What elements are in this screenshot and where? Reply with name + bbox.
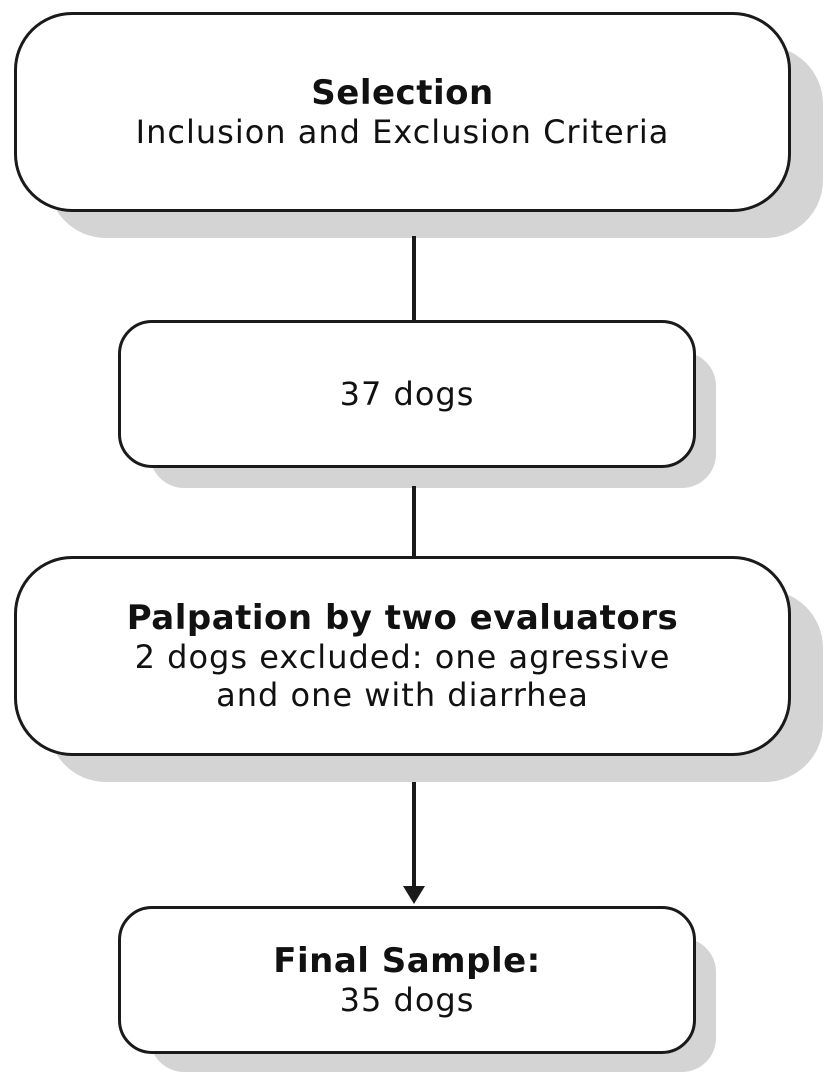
selection-criteria-text: Inclusion and Exclusion Criteria xyxy=(135,113,670,151)
initial-count-text: 37 dogs xyxy=(339,375,475,413)
exclusion-text-line-2: and one with diarrhea xyxy=(216,676,589,714)
initial-count-box: 37 dogs xyxy=(118,320,696,468)
selection-box: Selection Inclusion and Exclusion Criter… xyxy=(14,12,791,212)
connector-selection-to-count xyxy=(412,236,416,320)
final-sample-title: Final Sample: xyxy=(273,941,541,981)
final-sample-box: Final Sample: 35 dogs xyxy=(118,906,696,1054)
selection-title: Selection xyxy=(311,73,494,113)
arrowhead-down-icon xyxy=(403,886,425,904)
connector-count-to-palpation xyxy=(412,486,416,556)
palpation-box: Palpation by two evaluators 2 dogs exclu… xyxy=(14,556,791,756)
palpation-title: Palpation by two evaluators xyxy=(126,598,679,638)
exclusion-text-line-1: 2 dogs excluded: one agressive xyxy=(134,638,671,676)
final-sample-count-text: 35 dogs xyxy=(339,981,475,1019)
connector-palpation-to-final xyxy=(412,782,416,888)
